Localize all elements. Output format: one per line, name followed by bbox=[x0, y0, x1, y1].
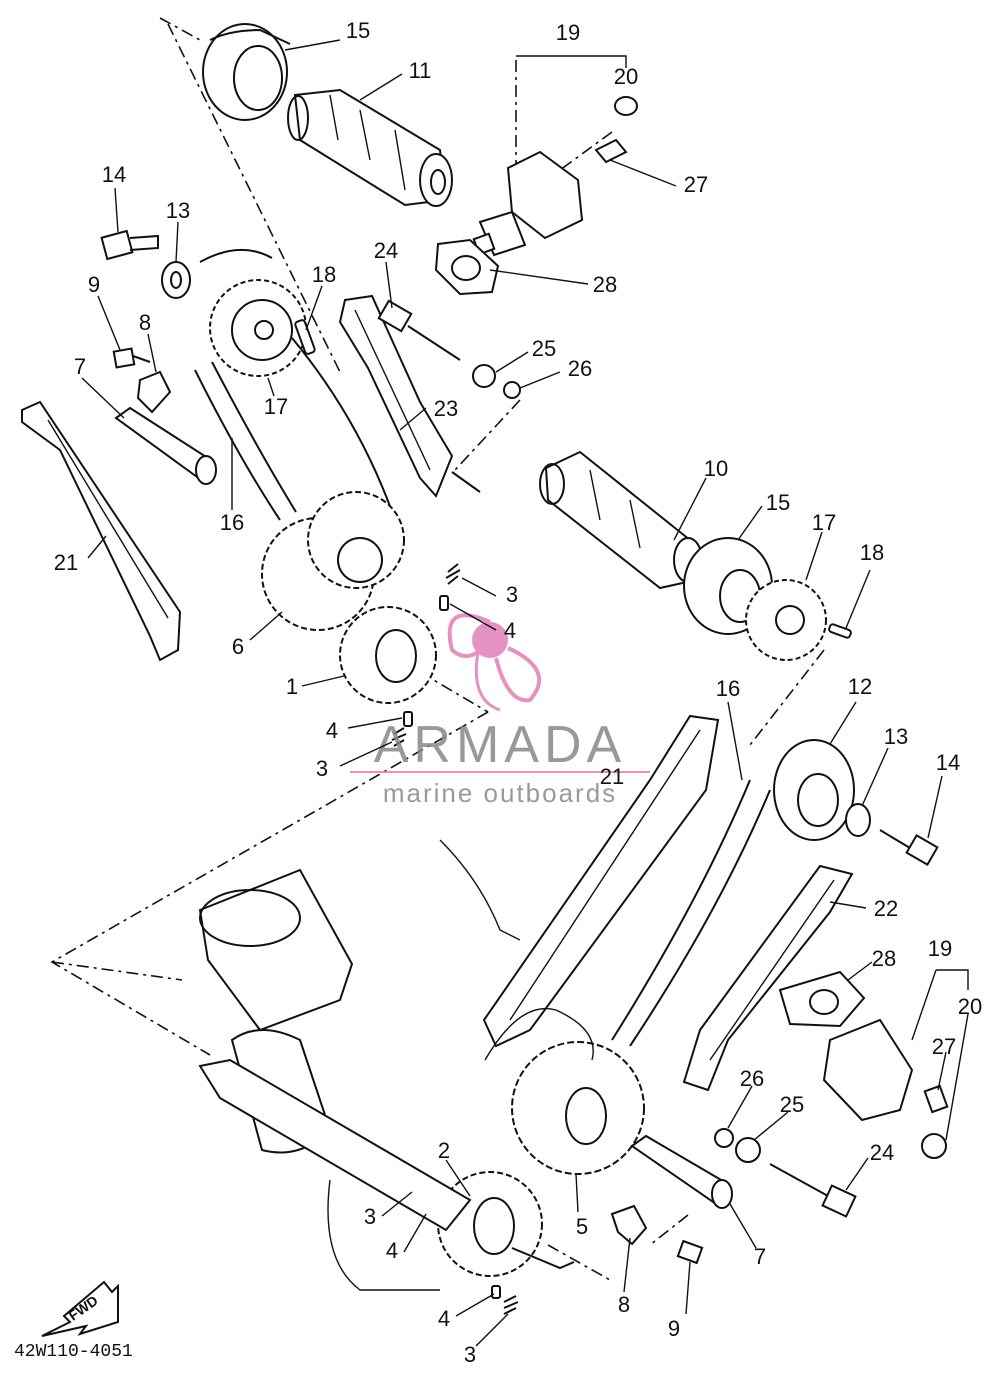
callout-16-upper: 16 bbox=[220, 510, 244, 535]
callout-11: 11 bbox=[409, 58, 432, 83]
leader-lines bbox=[81, 39, 969, 1347]
callout-5: 5 bbox=[576, 1214, 588, 1239]
callout-25-upper: 25 bbox=[532, 336, 556, 361]
gear-2 bbox=[437, 1171, 575, 1277]
callout-4-mid: 4 bbox=[326, 718, 338, 743]
spring-pin-upper bbox=[391, 563, 461, 747]
callout-3-mid: 3 bbox=[316, 756, 328, 781]
dowel-pin-right bbox=[828, 623, 852, 639]
cam-sprocket-right bbox=[745, 579, 827, 661]
callout-4-upper: 4 bbox=[504, 618, 516, 643]
callout-27-lower: 27 bbox=[932, 1034, 956, 1059]
chain-guide-23 bbox=[338, 294, 481, 498]
gear-1 bbox=[339, 606, 437, 704]
cam-cap-upper bbox=[202, 23, 291, 121]
callout-21-upper: 21 bbox=[54, 550, 78, 575]
callout-14-upper: 14 bbox=[102, 162, 126, 187]
camshaft-upper bbox=[287, 88, 453, 207]
callout-18-upper: 18 bbox=[312, 262, 336, 287]
callout-28-lower: 28 bbox=[872, 946, 896, 971]
chain-guide-upper-left bbox=[21, 400, 182, 662]
callout-20-upper: 20 bbox=[614, 64, 638, 89]
callout-9-upper: 9 bbox=[88, 272, 100, 297]
callout-4-lower-a: 4 bbox=[386, 1238, 398, 1263]
callout-12: 12 bbox=[848, 674, 872, 699]
callout-22: 22 bbox=[874, 896, 898, 921]
callout-24-upper: 24 bbox=[374, 238, 398, 263]
callout-14-lower: 14 bbox=[936, 750, 960, 775]
callout-25-lower: 25 bbox=[780, 1092, 804, 1117]
callout-1: 1 bbox=[286, 674, 298, 699]
tensioner-bolt-lower bbox=[714, 1128, 857, 1218]
callout-28-upper: 28 bbox=[593, 272, 617, 297]
callout-13-lower: 13 bbox=[884, 724, 908, 749]
callout-7-upper: 7 bbox=[74, 354, 86, 379]
camshaft-right bbox=[539, 450, 703, 590]
callout-3-lower-a: 3 bbox=[364, 1204, 376, 1229]
callout-labels: 15 11 19 20 27 28 14 13 24 18 9 8 25 26 … bbox=[54, 18, 982, 1367]
callout-16-lower: 16 bbox=[716, 676, 740, 701]
callout-4-lower-b: 4 bbox=[438, 1306, 450, 1331]
callout-17-upper: 17 bbox=[264, 394, 288, 419]
chain-guide-22 bbox=[682, 864, 854, 1092]
watermark-brand: ARMADA bbox=[374, 716, 626, 774]
callout-26-upper: 26 bbox=[568, 356, 592, 381]
guide-stopper-lower bbox=[610, 1134, 733, 1265]
callout-8-upper: 8 bbox=[139, 310, 151, 335]
bolt-washer-upper bbox=[100, 229, 191, 299]
dowel-pin-upper bbox=[294, 319, 316, 355]
callout-26-lower: 26 bbox=[740, 1066, 764, 1091]
callout-3-lower-b: 3 bbox=[464, 1342, 476, 1367]
cam-chain-tensioner-lower bbox=[778, 970, 949, 1159]
callout-2: 2 bbox=[438, 1138, 450, 1163]
callout-27-upper: 27 bbox=[684, 172, 708, 197]
callout-10: 10 bbox=[704, 456, 728, 481]
callout-20-lower: 20 bbox=[958, 994, 982, 1019]
cam-sprocket-upper bbox=[199, 248, 307, 377]
callout-18-right: 18 bbox=[860, 540, 884, 565]
guide-stopper-upper bbox=[112, 347, 217, 485]
callout-6: 6 bbox=[232, 634, 244, 659]
idler-gear-6 bbox=[261, 491, 405, 631]
gear-5 bbox=[511, 1041, 645, 1175]
fwd-arrow: FWD bbox=[41, 1280, 119, 1337]
drawing-code: 42W110-4051 bbox=[14, 1342, 133, 1362]
watermark-tagline: marine outboards bbox=[383, 778, 617, 808]
callout-23: 23 bbox=[434, 396, 458, 421]
chain-guide-lower bbox=[482, 714, 720, 1048]
cam-chain-tensioner-upper bbox=[472, 96, 638, 257]
callout-15-right: 15 bbox=[766, 490, 790, 515]
reference-lines bbox=[50, 17, 825, 1281]
cam-cap-lower-right bbox=[773, 739, 939, 867]
callout-17-right: 17 bbox=[812, 510, 836, 535]
callout-24-lower: 24 bbox=[870, 1140, 894, 1165]
callout-3-upper: 3 bbox=[506, 582, 518, 607]
callout-19-lower: 19 bbox=[928, 936, 952, 961]
callout-8-lower: 8 bbox=[618, 1292, 630, 1317]
callout-7-lower: 7 bbox=[754, 1244, 766, 1269]
cam-chain-lower bbox=[611, 779, 771, 1047]
tensioner-gasket-upper bbox=[434, 238, 500, 296]
callout-15-upper: 15 bbox=[346, 18, 370, 43]
propeller-logo-icon bbox=[447, 613, 542, 712]
crankcase-piston bbox=[198, 839, 594, 1291]
callout-21-lower: 21 bbox=[600, 764, 624, 789]
callout-19-upper: 19 bbox=[556, 20, 580, 45]
callout-13-upper: 13 bbox=[166, 198, 190, 223]
tensioner-bolt-upper bbox=[377, 299, 521, 399]
watermark: ARMADA marine outboards bbox=[350, 613, 650, 808]
callout-9-lower: 9 bbox=[668, 1316, 680, 1341]
cam-chain-upper bbox=[194, 337, 396, 521]
